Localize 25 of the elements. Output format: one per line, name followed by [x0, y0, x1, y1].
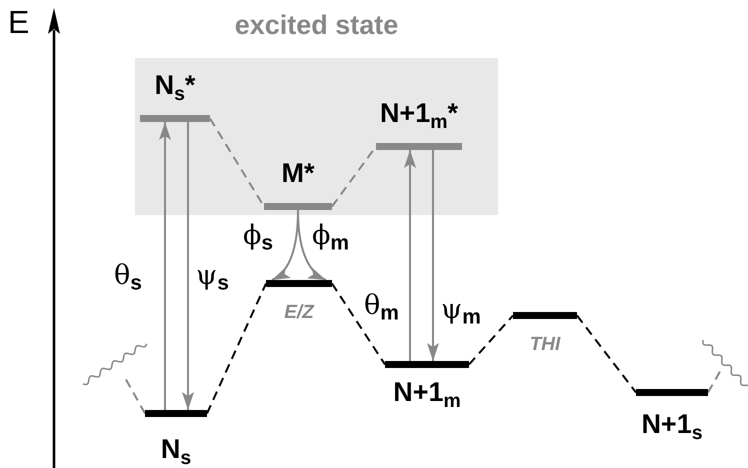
level-label: N$_{s}$: [160, 436, 192, 468]
edge-label: θ$_{m}$: [364, 292, 399, 324]
connector-line: [576, 314, 637, 394]
transition-arrow: [182, 122, 194, 410]
level-label: N+1$_{s}$: [641, 410, 703, 443]
edge-label: ψ$_{m}$: [441, 296, 481, 328]
level-label: M*: [282, 160, 314, 187]
connector-line: [206, 283, 267, 414]
transition-arrow: [297, 210, 326, 281]
level-label: E/Z: [284, 303, 314, 322]
edge-label: ϕ$_{s}$: [243, 222, 274, 254]
axis-label: E: [8, 6, 30, 38]
level-label: THI: [530, 335, 560, 354]
level-label: N+1$_{m}$: [393, 378, 461, 411]
panel-heading: excited state: [234, 12, 398, 39]
edge-label: ψ$_{s}$: [196, 262, 229, 294]
connector-line: [468, 314, 514, 366]
transition-arrow: [427, 150, 439, 361]
edge-label: ϕ$_{m}$: [312, 222, 350, 254]
level-label: N+1$_{m}$*: [380, 100, 458, 132]
edge-label: θ$_{s}$: [114, 262, 142, 294]
transition-arrow: [404, 150, 416, 361]
level-label: N$_{s}$*: [154, 72, 196, 104]
transition-arrow: [159, 122, 171, 410]
connector-line: [331, 282, 386, 366]
